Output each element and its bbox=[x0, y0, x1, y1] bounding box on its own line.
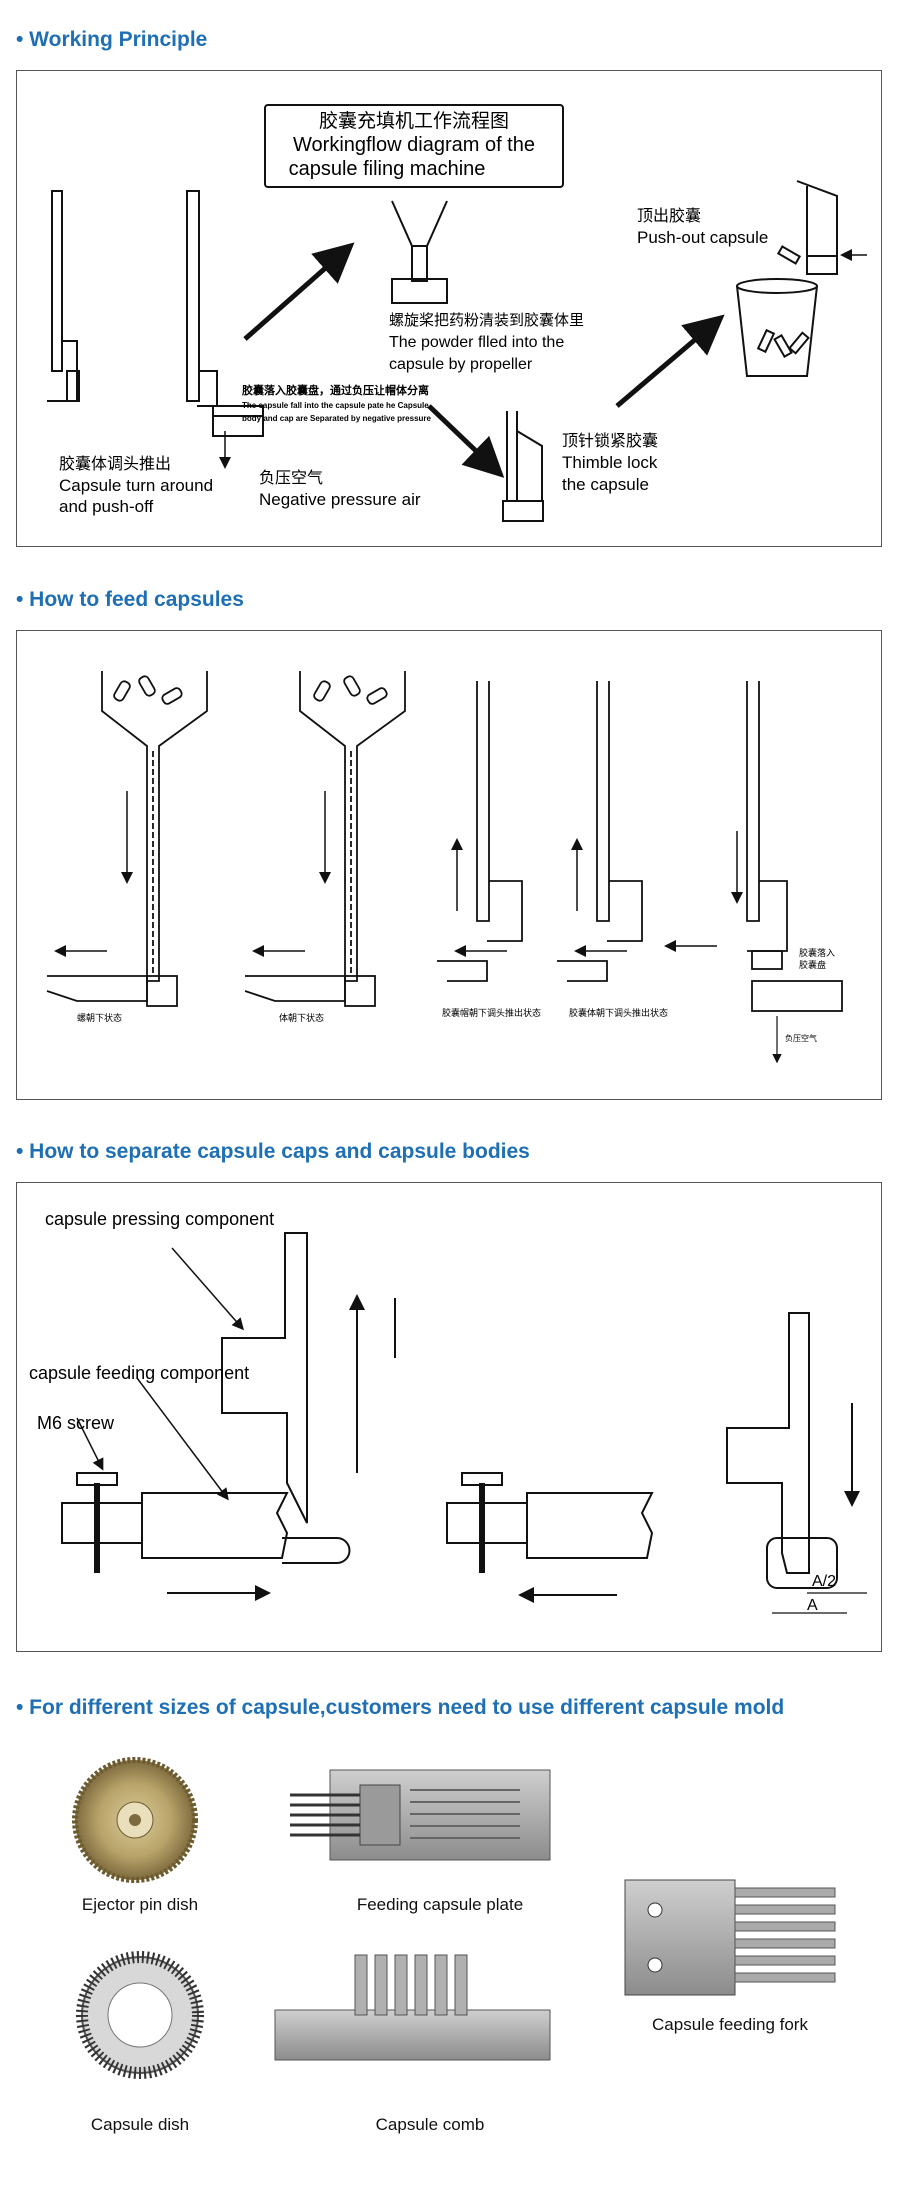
propeller-funnel bbox=[391, 200, 448, 304]
turn-mechanism-2 bbox=[186, 190, 264, 437]
feed-state-1: 螺朝下状态 bbox=[77, 1012, 122, 1023]
tube-5 bbox=[746, 681, 843, 1012]
capsule-comb-image bbox=[274, 1954, 551, 2061]
box-title-en1: Workingflow diagram of the bbox=[293, 134, 535, 156]
pushout-label-cn: 顶出胶囊 bbox=[637, 207, 701, 225]
ejector-pin-dish-caption: Ejector pin dish bbox=[81, 1895, 199, 1914]
feed-panel: 螺朝下状态 体朝下状态 胶囊帽朝下调头推出状态 bbox=[16, 630, 882, 1100]
capsule-dish-caption: Capsule dish bbox=[90, 2115, 190, 2134]
feed-state-5b: 胶囊盘 bbox=[799, 959, 826, 970]
feed-state-5c: 负压空气 bbox=[785, 1033, 817, 1043]
capsule-dish-image bbox=[76, 1951, 204, 2079]
powder-label-en1: The powder flled into the bbox=[389, 334, 564, 351]
hopper-1 bbox=[46, 671, 208, 1007]
fall-label-en1: The capsule fall into the capsule pate h… bbox=[242, 401, 429, 410]
turn-label-en1: Capsule turn around bbox=[59, 476, 213, 495]
flow-arrow-1 bbox=[243, 242, 355, 341]
feed-state-2: 体朝下状态 bbox=[279, 1012, 324, 1023]
pushout-label-en: Push-out capsule bbox=[637, 228, 768, 247]
capsule-feeding-fork-image bbox=[624, 1879, 836, 1996]
feeding-component-1 bbox=[61, 1472, 351, 1573]
flow-arrow-2 bbox=[427, 404, 505, 478]
title-box bbox=[264, 104, 564, 188]
tube-4 bbox=[557, 681, 643, 982]
thimble-label-en2: the capsule bbox=[562, 475, 649, 494]
feeding-fork-caption: Capsule feeding fork bbox=[652, 2015, 808, 2034]
fall-label-en2: body and cap are Separated by negative p… bbox=[242, 414, 432, 423]
molds-area bbox=[72, 1757, 836, 2079]
pressing-label: capsule pressing component bbox=[45, 1209, 274, 1229]
feed-state-5a: 胶囊落入 bbox=[799, 947, 835, 958]
feeding-capsule-plate-image bbox=[290, 1769, 551, 1861]
working-principle-diagram: 胶囊充填机工作流程图 Workingflow diagram of the ca… bbox=[47, 104, 867, 522]
neg-pressure-cn: 负压空气 bbox=[259, 469, 323, 487]
feed-state-3: 胶囊帽朝下调头推出状态 bbox=[442, 1007, 541, 1018]
ejector-pin-dish-image bbox=[72, 1757, 198, 1883]
turn-label-en2: and push-off bbox=[59, 497, 153, 516]
box-title-cn: 胶囊充填机工作流程图 bbox=[319, 110, 509, 132]
thimble-label-cn: 顶针锁紧胶囊 bbox=[562, 432, 658, 450]
working-principle-panel: 胶囊充填机工作流程图 Workingflow diagram of the ca… bbox=[16, 70, 882, 547]
beaker bbox=[736, 278, 818, 377]
separate-panel: capsule pressing component capsule feedi… bbox=[16, 1182, 882, 1652]
box-title-en2: capsule filing machine bbox=[289, 158, 486, 180]
feed-state-4: 胶囊体朝下调头推出状态 bbox=[569, 1007, 668, 1018]
feeding-plate-caption: Feeding capsule plate bbox=[356, 1895, 524, 1914]
section-title-working-principle: • Working Principle bbox=[16, 28, 208, 51]
a-label: A bbox=[807, 1597, 818, 1614]
a-half-label: A/2 bbox=[812, 1573, 836, 1590]
screw-label: M6 screw bbox=[37, 1413, 115, 1433]
powder-label-en2: capsule by propeller bbox=[389, 356, 533, 373]
feeding-component-2 bbox=[446, 1472, 654, 1573]
turn-label-cn: 胶囊体调头推出 bbox=[59, 455, 171, 473]
neg-pressure-en: Negative pressure air bbox=[259, 490, 421, 509]
hopper-2 bbox=[244, 671, 406, 1007]
powder-label-cn: 螺旋桨把药粉清装到胶囊体里 bbox=[389, 312, 584, 329]
pressing-component-1 bbox=[221, 1232, 308, 1524]
capsule-comb-caption: Capsule comb bbox=[375, 2115, 485, 2134]
pressing-component-2 bbox=[726, 1312, 838, 1589]
pushout-mechanism bbox=[776, 180, 838, 275]
separate-diagram: capsule pressing component capsule feedi… bbox=[29, 1209, 867, 1614]
section-title-sizes: • For different sizes of capsule,custome… bbox=[16, 1696, 785, 1719]
feeding-label: capsule feeding component bbox=[29, 1363, 249, 1383]
thimble-label-en1: Thimble lock bbox=[562, 453, 658, 472]
thimble-mechanism bbox=[502, 411, 544, 522]
section-title-separate: • How to separate capsule caps and capsu… bbox=[16, 1140, 530, 1163]
flow-arrow-3 bbox=[615, 314, 725, 408]
tube-3 bbox=[437, 681, 523, 982]
section-title-feed: • How to feed capsules bbox=[16, 588, 244, 611]
fall-label-cn: 胶囊落入胶囊盘，通过负压让帽体分离 bbox=[242, 383, 429, 397]
turn-mechanism-1 bbox=[47, 190, 80, 402]
feed-diagram: 螺朝下状态 体朝下状态 胶囊帽朝下调头推出状态 bbox=[46, 671, 843, 1064]
